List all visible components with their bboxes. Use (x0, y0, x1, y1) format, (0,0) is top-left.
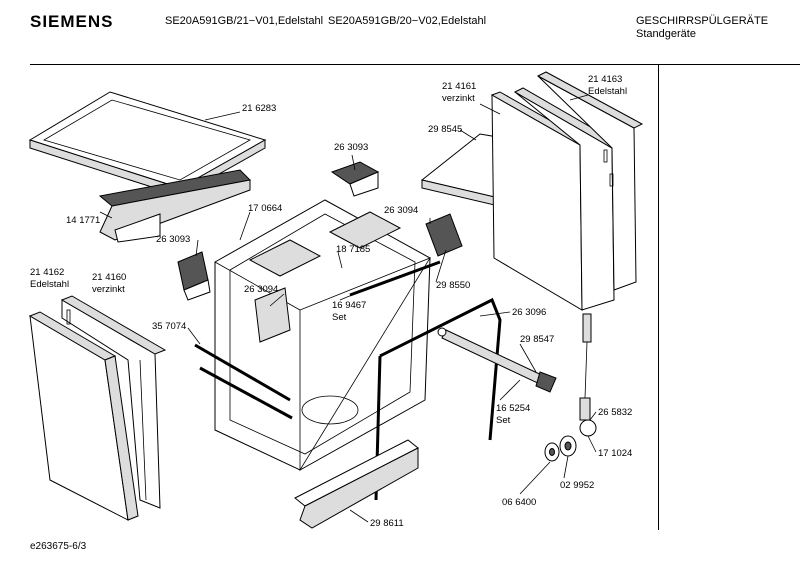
part-label-263096: 26 3096 (512, 307, 547, 318)
part-label-066400: 06 6400 (502, 497, 537, 508)
part-label-187185: 18 7185 (336, 244, 371, 255)
leader-lines (99, 94, 597, 523)
part-label-263093-top: 26 3093 (334, 142, 369, 153)
tub-part (214, 199, 431, 472)
drain-hose (579, 313, 597, 437)
side-panel-left-inner (60, 295, 167, 509)
brand-logo: SIEMENS (30, 12, 114, 31)
spray-arm (437, 327, 557, 393)
part-label-298545: 29 8545 (428, 124, 463, 135)
model-number-2: SE20A591GB/20−V02,Edelstahl (328, 15, 487, 27)
right-column-rule (658, 64, 659, 530)
drawing-code: e263675-6/3 (30, 541, 87, 552)
part-label-214163-note: Edelstahl (588, 86, 628, 97)
side-panel-right-outer (536, 71, 644, 291)
part-label-263094-right: 26 3094 (384, 205, 419, 216)
part-label-169467: 16 9467 (332, 300, 367, 311)
bracket-top (330, 161, 380, 197)
part-label-214160: 21 4160 (92, 272, 127, 283)
part-label-216283: 21 6283 (242, 103, 277, 114)
part-label-298611: 29 8611 (370, 518, 404, 529)
part-label-169467-note: Set (332, 312, 347, 323)
sealing-rings (544, 435, 577, 462)
part-label-214161-note: verzinkt (442, 93, 475, 104)
part-label-165254-note: Set (496, 415, 511, 426)
part-label-141771: 14 1771 (66, 215, 101, 226)
part-label-263094-left: 26 3094 (244, 284, 279, 295)
part-label-263093-left: 26 3093 (156, 234, 191, 245)
part-label-298550: 29 8550 (436, 280, 471, 291)
kickboard-part (294, 439, 419, 529)
side-panel-right-middle (513, 87, 622, 311)
side-panel-left-outer (28, 311, 139, 521)
seal-rails (194, 260, 441, 420)
model-number-1: SE20A591GB/21−V01,Edelstahl (165, 15, 324, 27)
part-label-214163: 21 4163 (588, 74, 623, 85)
clip-left (254, 287, 291, 343)
part-label-265832: 26 5832 (598, 407, 633, 418)
part-label-357074: 35 7074 (152, 321, 187, 332)
part-label-029952: 02 9952 (560, 480, 595, 491)
part-label-214161: 21 4161 (442, 81, 477, 92)
clip-right (425, 213, 463, 257)
category-subtitle: Standgeräte (636, 28, 696, 40)
part-label-171024: 17 1024 (598, 448, 633, 459)
header-rule (30, 64, 800, 65)
part-label-214162-note: Edelstahl (30, 279, 70, 290)
part-label-214160-note: verzinkt (92, 284, 125, 295)
category-title: GESCHIRRSPÜLGERÄTE (636, 15, 769, 27)
worktop-support-part (98, 169, 252, 243)
part-label-170664: 17 0664 (248, 203, 283, 214)
part-label-165254: 16 5254 (496, 403, 531, 414)
bracket-left (177, 251, 211, 301)
part-label-298547: 29 8547 (520, 334, 555, 345)
part-label-214162: 21 4162 (30, 267, 65, 278)
